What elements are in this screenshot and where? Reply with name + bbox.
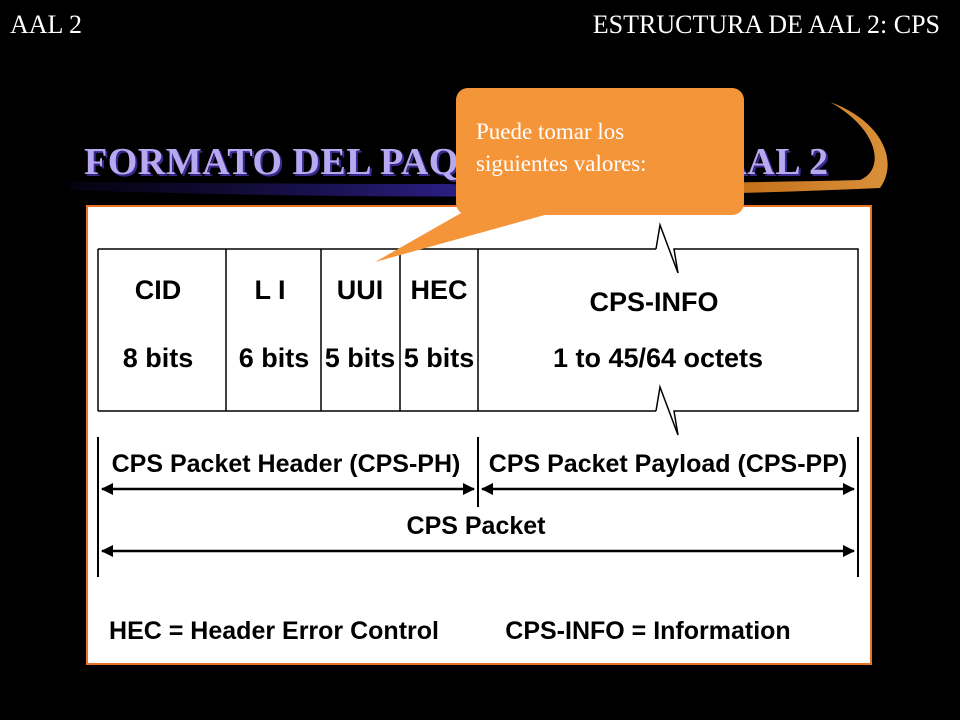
field-uui-size: 5 bits (325, 343, 396, 373)
legend-hec: HEC = Header Error Control (109, 617, 439, 645)
field-row (97, 222, 859, 436)
packet-span-label: CPS Packet (407, 512, 547, 540)
payload-span-label: CPS Packet Payload (CPS-PP) (489, 450, 847, 478)
legend-cps-info: CPS-INFO = Information (505, 617, 790, 645)
field-cid-size: 8 bits (123, 343, 194, 373)
field-li-name: L I (254, 275, 285, 305)
section-label: AAL 2 (10, 10, 82, 39)
callout-text-line1: Puede tomar los (476, 119, 625, 144)
field-uui-name: UUI (337, 275, 384, 305)
callout-text-line2: siguientes valores: (476, 151, 647, 176)
section-subtitle: ESTRUCTURA DE AAL 2: CPS (592, 10, 940, 39)
field-cpsinfo-name: CPS-INFO (589, 287, 718, 317)
field-hec-size: 5 bits (404, 343, 475, 373)
field-hec-name: HEC (410, 275, 467, 305)
cps-packet-diagram: CID 8 bits L I 6 bits UUI 5 bits HEC 5 b… (86, 205, 872, 665)
callout-bubble: Puede tomar los siguientes valores: (456, 88, 744, 215)
field-cpsinfo-size: 1 to 45/64 octets (553, 343, 763, 373)
span-arrows (97, 437, 859, 577)
field-cid-name: CID (135, 275, 182, 305)
field-li-size: 6 bits (239, 343, 310, 373)
header-span-label: CPS Packet Header (CPS-PH) (112, 450, 461, 478)
